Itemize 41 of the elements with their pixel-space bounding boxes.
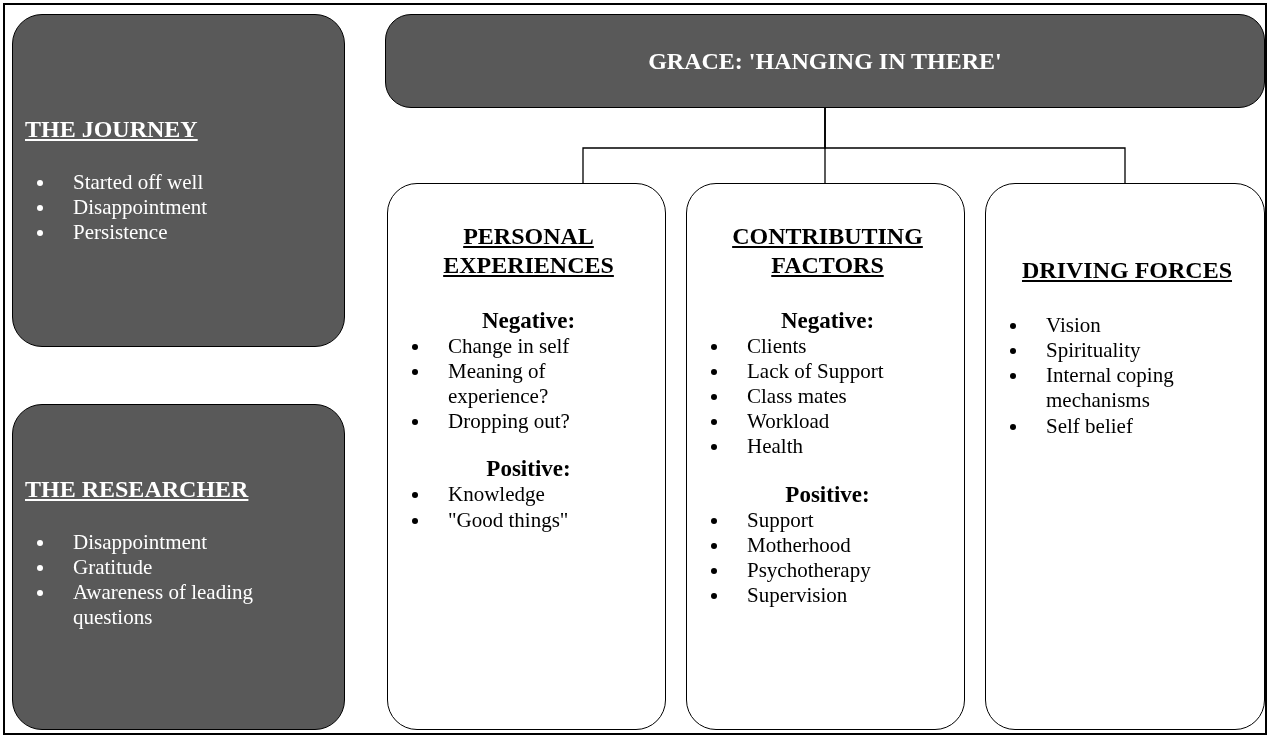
heading: DRIVING FORCES (1022, 256, 1232, 285)
bullet-item: Gratitude (73, 555, 154, 581)
heading: PERSONAL EXPERIENCES (442, 222, 615, 280)
bullet-item: Dropping out? (448, 409, 571, 435)
subheading: Negative: (481, 307, 576, 334)
heading: CONTRIBUTING FACTORS (731, 222, 924, 280)
bullet-item: Motherhood (747, 532, 852, 558)
bullet-item: Class mates (747, 383, 848, 410)
bullet-item: Support (747, 507, 815, 533)
connector-line (824, 107, 1126, 184)
bullet-item: Supervision (747, 583, 849, 609)
bullet-item: Self belief (1046, 413, 1134, 439)
bullet-item: Psychotherapy (747, 557, 872, 584)
bullet-item: Health (747, 434, 804, 460)
bullet-item: "Good things" (448, 507, 570, 533)
category-box (985, 183, 1265, 730)
bullet-item: Vision (1046, 312, 1102, 338)
heading: THE JOURNEY (25, 115, 198, 144)
bullet-item: Disappointment (73, 195, 209, 221)
bullet-item: Persistence (73, 220, 169, 246)
bullet-item: Meaning of experience? (448, 358, 550, 410)
subheading: Positive: (486, 456, 571, 483)
bullet-item: Knowledge (448, 482, 546, 508)
bullet-item: Change in self (448, 333, 571, 359)
title-box (385, 14, 1265, 108)
category-box (686, 183, 965, 730)
bullet-item: Started off well (73, 169, 205, 195)
bullet-item: Clients (747, 333, 808, 359)
category-box (12, 14, 345, 347)
bullet-item: Lack of Support (747, 358, 885, 384)
category-box (12, 404, 345, 730)
subheading: Positive: (785, 481, 870, 508)
bullet-item: Disappointment (73, 529, 209, 555)
category-box (387, 183, 666, 730)
bullet-item: Internal coping mechanisms (1046, 363, 1175, 414)
bullet-item: Spirituality (1046, 338, 1142, 364)
bullet-item: Awareness of leading questions (73, 580, 254, 631)
title-text: GRACE: 'HANGING IN THERE' (648, 47, 1002, 75)
subheading: Negative: (780, 307, 875, 334)
heading: THE RESEARCHER (25, 475, 249, 504)
bullet-item: Workload (747, 409, 831, 435)
